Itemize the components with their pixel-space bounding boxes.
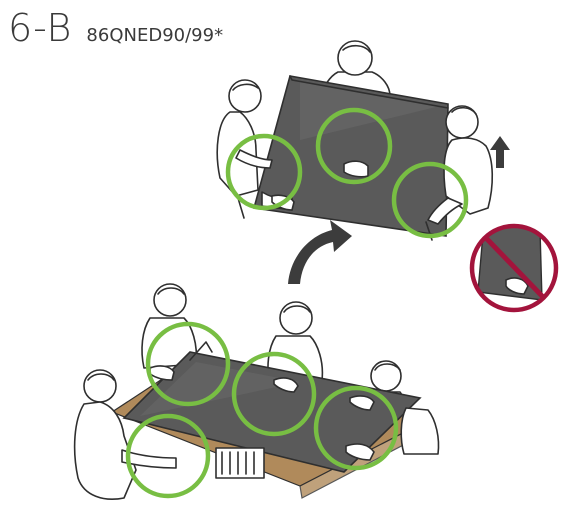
person-front-right-bottom (345, 407, 440, 461)
step-number: 6-B (8, 6, 73, 50)
hand-back-center (273, 377, 299, 393)
tv-stand-left (237, 197, 245, 219)
upright-tv-scene (216, 40, 510, 241)
hand-back-right (349, 395, 375, 411)
grip-highlight-left (225, 133, 303, 211)
up-arrow-icon (490, 136, 510, 168)
person-front-left-bottom (73, 369, 177, 500)
person-back-left-bottom (141, 283, 198, 369)
flat-tv-scene (73, 283, 440, 500)
hand-center-top (343, 160, 369, 178)
grip-highlight-bottom-1 (145, 321, 231, 407)
step-header: 6-B 86QNED90/99* (8, 6, 223, 56)
model-number: 86QNED90/99* (86, 25, 224, 46)
grip-highlight-bottom-2 (231, 351, 317, 437)
packaging-blocks (215, 447, 265, 479)
grip-highlight-right (391, 161, 469, 239)
grip-highlight-bottom-3 (313, 385, 399, 471)
no-symbol-icon (469, 223, 559, 313)
tv-stand-flat (189, 341, 213, 361)
curved-rotate-arrow-icon (288, 220, 352, 284)
grip-highlight-center (315, 107, 393, 185)
tv-panel-upright (252, 75, 449, 237)
hand-back-left (149, 365, 175, 381)
grip-highlight-bottom-4 (125, 413, 211, 499)
